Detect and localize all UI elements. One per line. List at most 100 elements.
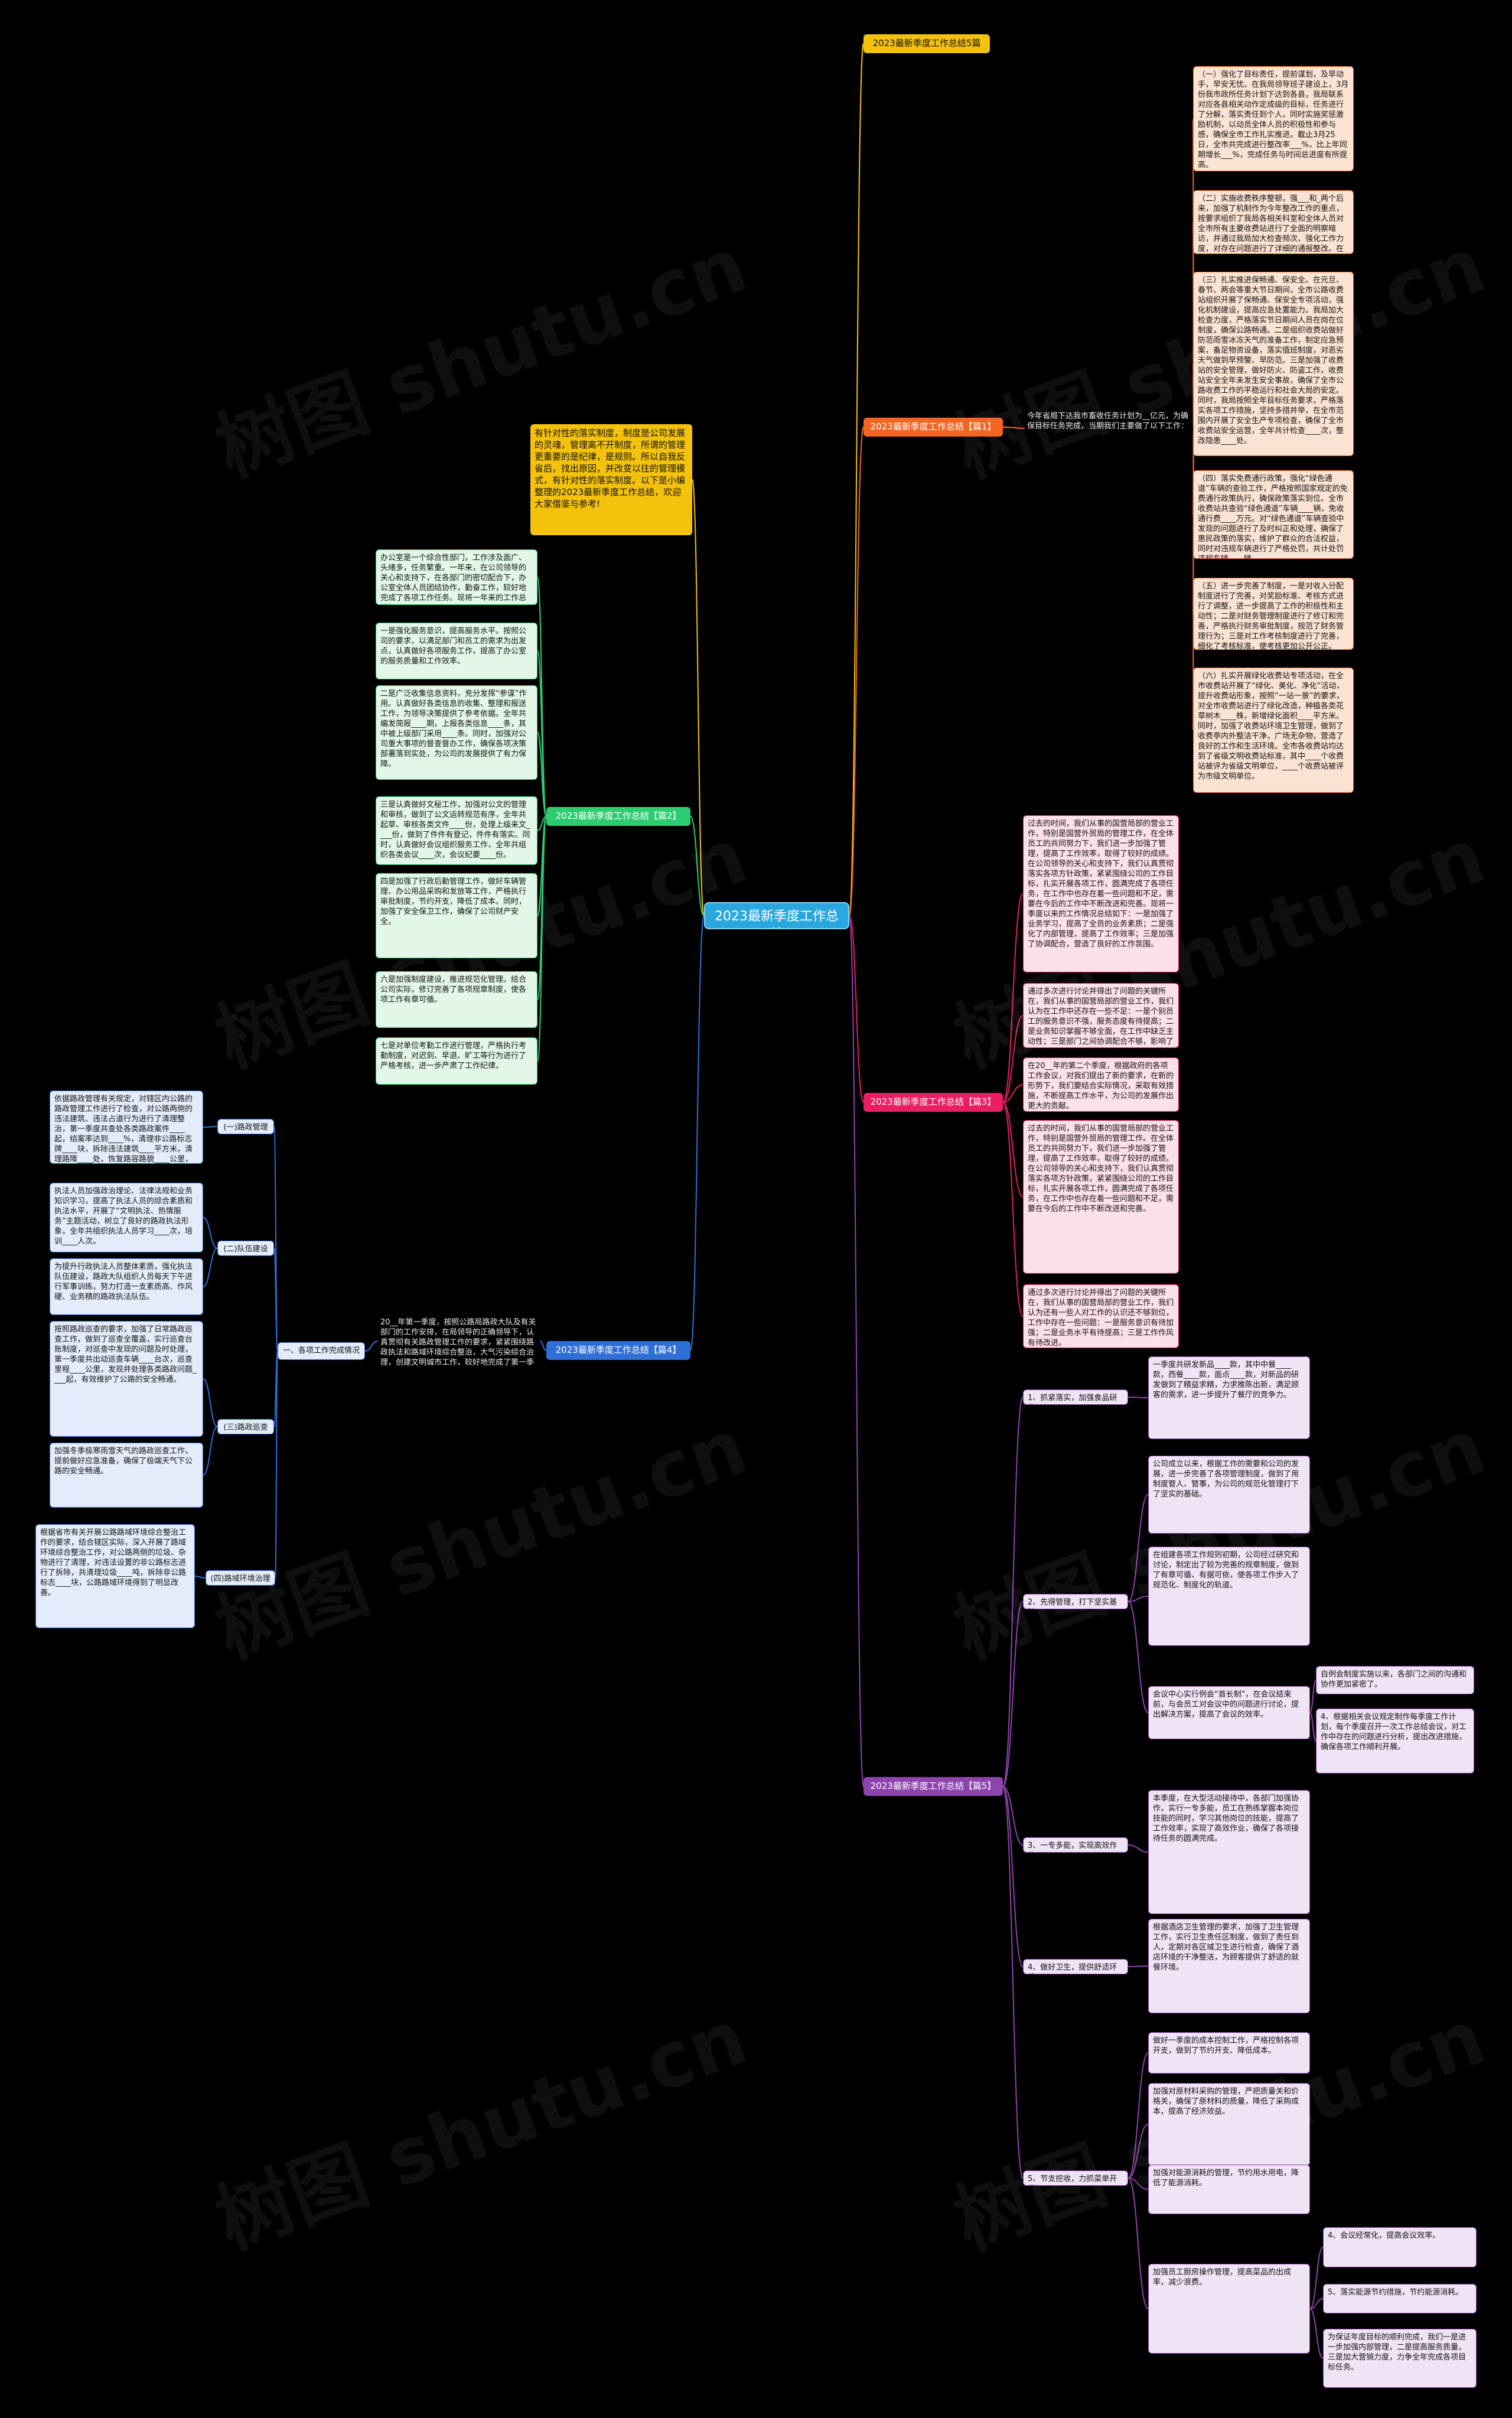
part4-item: 按照路政巡查的要求，加强了日常路政巡查工作，做到了巡查全覆盖，实行巡查台账制度，… xyxy=(50,1321,203,1437)
branch-part-1[interactable]: 2023最新季度工作总结【篇1】 xyxy=(863,418,1003,437)
part5-item: 会议中心实行例会“首长制”，在会议结束前，与会员工对会议中的问题进行讨论，提出解… xyxy=(1148,1686,1310,1739)
connector-line xyxy=(1002,1102,1024,1197)
connector-line xyxy=(849,915,864,1103)
part5-item: 加强对能源消耗的管理，节约用水用电，降低了能源消耗。 xyxy=(1148,2165,1310,2214)
part1-item: （五）进一步完善了制度，一是对收入分配制度进行了完善，对奖励标准、考核方式进行了… xyxy=(1193,578,1354,650)
part5-item: 本季度，在大型活动接待中，各部门加强协作，实行一专多能，员工在熟练掌握本岗位技能… xyxy=(1148,1790,1310,1914)
part4-summary: 20__年第一季度，按照公路局路政大队及有关部门的工作安排，在局领导的正确领导下… xyxy=(380,1318,536,1366)
connector-line xyxy=(203,1426,218,1476)
connector-line xyxy=(1128,2178,1149,2309)
part4-item: 加强冬季极寒雨雪天气的路政巡查工作，提前做好应急准备，确保了极端天气下公路的安全… xyxy=(50,1443,203,1508)
connector-line xyxy=(537,732,547,817)
part4-section[interactable]: 一、各项工作完成情况 xyxy=(278,1342,365,1360)
connector-line xyxy=(539,1340,547,1351)
part4-item: 根据省市有关开展公路路域环境综合整治工作的要求，结合辖区实际，深入开展了路域环境… xyxy=(35,1524,195,1628)
part5-item: 4、会议经常化，提高会议效率。 xyxy=(1323,2227,1477,2267)
connector-line xyxy=(1309,2247,1324,2309)
part5-item: 5、落实能源节约措施，节约能源消耗。 xyxy=(1323,2284,1477,2313)
connector-line xyxy=(203,1248,218,1287)
connector-line xyxy=(1002,1397,1024,1787)
connector-line xyxy=(275,1350,278,1579)
connector-line xyxy=(690,915,705,1351)
branch-title[interactable]: 2023最新季度工作总结5篇 xyxy=(863,34,990,53)
connector-line xyxy=(1128,1494,1149,1602)
branch-part-2[interactable]: 2023最新季度工作总结【篇2】 xyxy=(546,807,690,826)
connector-line xyxy=(1309,1680,1317,1713)
part2-item: 二是广泛收集信息资料，充分发挥“参谋”作用。认真做好各类信息的收集、整理和报送工… xyxy=(376,685,537,780)
part5-item: 自例会制度实施以来，各部门之间的沟通和协作更加紧密了。 xyxy=(1316,1666,1474,1694)
root-node[interactable]: 2023最新季度工作总结 xyxy=(704,902,849,929)
connector-line xyxy=(1128,1965,1149,1967)
connector-line xyxy=(849,915,864,1787)
connector-line xyxy=(690,816,705,916)
part5-item: 4、根据相关会议规定制作每季度工作计划，每个季度召开一次工作总结会议，对工作中存… xyxy=(1316,1708,1474,1773)
branch-part-5[interactable]: 2023最新季度工作总结【篇5】 xyxy=(863,1777,1003,1796)
connector-line xyxy=(1002,1102,1024,1317)
part5-section[interactable]: 2、先得管理，打下坚实基础。 xyxy=(1023,1594,1128,1609)
part3-item: 过去的时间，我们从事的国营局部的营业工作，特别是国营外贸局的管理工作。在全体员工… xyxy=(1023,1120,1179,1274)
part4-item: 执法人员加强政治理论、法律法规和业务知识学习，提高了执法人员的综合素质和执法水平… xyxy=(50,1183,203,1252)
part4-category[interactable]: (二)队伍建设 xyxy=(217,1241,274,1256)
connector-line xyxy=(1128,2052,1149,2179)
part2-item: 一是强化服务意识，提高服务水平。按照公司的要求，以满足部门和员工的需求为出发点，… xyxy=(376,623,537,679)
part5-item: 一季度共研发新品____款，其中中餐____款，西餐____款，面点____款，… xyxy=(1148,1356,1310,1439)
intro-note: 有针对性的落实制度，制度是公司发展的灵魂，管理离不开制度，所谓的管理更重要的是纪… xyxy=(530,424,692,535)
connector-line xyxy=(1002,1084,1024,1103)
part2-item: 七是对单位考勤工作进行管理，严格执行考勤制度，对迟到、早退、旷工等行为进行了严格… xyxy=(376,1037,537,1085)
part5-item: 根据酒店卫生管理的要求，加强了卫生管理工作，实行卫生责任区制度，做到了责任到人，… xyxy=(1148,1919,1310,2013)
connector-line xyxy=(537,816,547,1062)
connector-line xyxy=(1128,2178,1149,2190)
part4-item: 依据路政管理有关规定，对辖区内公路的路政管理工作进行了检查，对公路两侧的违法建筑… xyxy=(50,1091,203,1164)
connector-line xyxy=(1002,1786,1024,1967)
connector-line xyxy=(1002,1786,1024,2179)
connector-line xyxy=(1128,1844,1149,1853)
part5-section[interactable]: 5、节支挖收，力抓菜单开门红。 xyxy=(1023,2170,1128,2186)
connector-line xyxy=(364,1340,379,1352)
connector-line xyxy=(1128,1397,1149,1398)
part1-item: （一）强化了目标责任，提前谋划，及早动手，早安无忧。在我局领导班子建设上，3月份… xyxy=(1193,66,1354,171)
connector-line xyxy=(1002,427,1025,429)
part5-item: 公司成立以来，根据工作的需要和公司的发展，进一步完善了各项管理制度，做到了用制度… xyxy=(1148,1456,1310,1534)
part3-item: 在20__年的第二个季度，根据政府的各项工作会议，对我们提出了新的要求，在新的形… xyxy=(1023,1057,1179,1112)
connector-line xyxy=(849,43,864,916)
connector-line xyxy=(1002,893,1024,1103)
part1-item: （二）实施收费秩序整顿，强___和_两个后来，加强了机制作为今年整改工作的重点，… xyxy=(1193,190,1354,254)
connector-line xyxy=(537,816,547,831)
connector-line xyxy=(203,1217,218,1249)
part2-item: 三是认真做好文秘工作，加强对公文的管理和审核，做到了公文运转规范有序，全年共起草… xyxy=(376,796,537,865)
connector-line xyxy=(1002,1601,1024,1787)
part3-item: 过去的时间，我们从事的国营局部的营业工作，特别是国营外贸局的管理工作，在全体员工… xyxy=(1023,815,1179,972)
connector-line xyxy=(273,1248,278,1352)
part1-item: （六）扎实开展绿化收费站专项活动，在全市收费站开展了“绿化、美化、净化”活动，提… xyxy=(1193,668,1354,793)
branch-part-4[interactable]: 2023最新季度工作总结【篇4】 xyxy=(546,1341,690,1360)
part4-category[interactable]: (三)路政巡查 xyxy=(217,1419,274,1434)
part1-item: （四）落实免费通行政策，强化“绿色通道”车辆的查验工作，严格按照国家规定的免费通… xyxy=(1193,470,1354,559)
connector-line xyxy=(194,1576,206,1579)
part5-section[interactable]: 1、抓紧落实，加强食品研发。 xyxy=(1023,1389,1128,1405)
branch-part-3[interactable]: 2023最新季度工作总结【篇3】 xyxy=(863,1093,1003,1112)
part5-section[interactable]: 3、一专多能，实现高效作业。 xyxy=(1023,1837,1128,1853)
part1-summary: 今年省局下达我市畜收任务计划为__亿元，为确保目标任务完成，当期我们主要做了以下… xyxy=(1027,412,1189,431)
connector-line xyxy=(849,427,864,916)
part5-item: 为保证年度目标的顺利完成，我们一是进一步加强内部管理，二是提高服务质量，三是加大… xyxy=(1323,2329,1477,2388)
part5-item: 加强员工厨房操作管理，提高菜品的出成率，减少浪费。 xyxy=(1148,2264,1310,2354)
connector-line xyxy=(1002,1015,1024,1103)
connector-line xyxy=(203,1378,218,1427)
part3-item: 通过多次进行讨论并得出了问题的关键所在，我们从事的国营局部的营业工作，我们认为在… xyxy=(1023,983,1179,1048)
part5-item: 做好一季度的成本控制工作，严格控制各项开支，做到了节约开支、降低成本。 xyxy=(1148,2032,1310,2074)
connector-line xyxy=(1128,1596,1149,1602)
part2-item: 四是加强了行政后勤管理工作，做好车辆管理、办公用品采购和发放等工作，严格执行审批… xyxy=(376,873,537,958)
part4-item: 为提升行政执法人员整体素质，强化执法队伍建设，路政大队组织人员每天下午进行军事训… xyxy=(50,1258,203,1315)
connector-line xyxy=(1309,2308,1324,2359)
connector-line xyxy=(1309,2298,1324,2309)
part4-category[interactable]: (四)路域环境治理 xyxy=(206,1570,275,1586)
part5-section[interactable]: 4、做好卫生，提供舒适环境。 xyxy=(1023,1959,1128,1974)
part5-item: 在组建各项工作规则初期，公司经过研究和讨论，制定出了较为完善的规章制度，做到了有… xyxy=(1148,1547,1310,1646)
part4-category[interactable]: (一)路政管理 xyxy=(217,1119,274,1134)
connector-line xyxy=(1128,2124,1149,2179)
part2-item: 办公室是一个综合性部门，工作涉及面广、头绪多，任务繁重。一年来，在公司领导的关心… xyxy=(376,549,537,605)
part5-item: 加强对原材料采购的管理，严把质量关和价格关，确保了原材料的质量，降低了采购成本，… xyxy=(1148,2083,1310,2166)
connector-line xyxy=(1309,1712,1317,1742)
connector-line xyxy=(692,479,705,916)
part3-item: 通过多次进行讨论并得出了问题的关键所在，我们从事的国营局部的营业工作，我们认为还… xyxy=(1023,1284,1179,1348)
